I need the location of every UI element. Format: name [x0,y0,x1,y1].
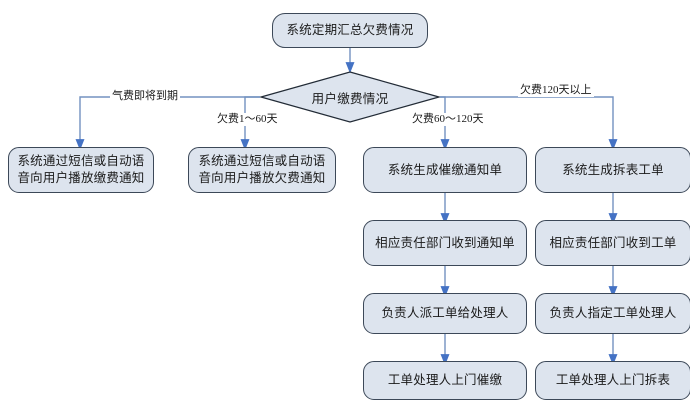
node-label: 负责人派工单给处理人 [381,306,509,320]
node-col4-dept-receives-workorder[interactable]: 相应责任部门收到工单 [535,220,690,266]
node-label: 系统生成拆表工单 [562,162,664,177]
diamond-shape [260,71,440,123]
node-label: 系统定期汇总欠费情况 [286,23,414,37]
node-label: 系统通过短信或自动语音向用户播放欠费通知 [198,154,326,185]
node-col3-dept-receives-notice[interactable]: 相应责任部门收到通知单 [363,220,527,266]
node-summary-arrears[interactable]: 系统定期汇总欠费情况 [272,13,428,48]
node-label: 相应责任部门收到通知单 [375,235,515,250]
edge-label-branch-2: 欠费1～60天 [215,113,280,126]
node-label: 相应责任部门收到工单 [549,235,677,250]
node-col2-sms-arrears-notice[interactable]: 系统通过短信或自动语音向用户播放欠费通知 [188,147,336,193]
edge-label-branch-1: 气费即将到期 [110,90,180,103]
edge-label-branch-3: 欠费60～120天 [410,113,486,126]
node-label: 系统通过短信或自动语音向用户播放缴费通知 [17,154,145,185]
edge-label-branch-4: 欠费120天以上 [518,84,594,97]
node-col4-designate-handler[interactable]: 负责人指定工单处理人 [535,293,690,334]
node-label: 工单处理人上门拆表 [555,373,671,387]
decision-label: 用户缴费情况 [311,91,389,106]
node-col1-sms-payment-notice[interactable]: 系统通过短信或自动语音向用户播放缴费通知 [8,147,154,193]
node-label: 系统生成催缴通知单 [387,162,503,177]
decision-payment-status[interactable]: 用户缴费情况 [260,71,440,123]
node-label: 工单处理人上门催缴 [387,373,503,387]
node-col4-onsite-removal[interactable]: 工单处理人上门拆表 [535,361,690,400]
node-label: 负责人指定工单处理人 [549,306,677,320]
node-col3-onsite-collection[interactable]: 工单处理人上门催缴 [363,361,527,400]
node-col3-assign-worker[interactable]: 负责人派工单给处理人 [363,293,527,334]
node-col4-generate-workorder[interactable]: 系统生成拆表工单 [535,147,690,193]
node-col3-generate-notice[interactable]: 系统生成催缴通知单 [363,147,527,193]
